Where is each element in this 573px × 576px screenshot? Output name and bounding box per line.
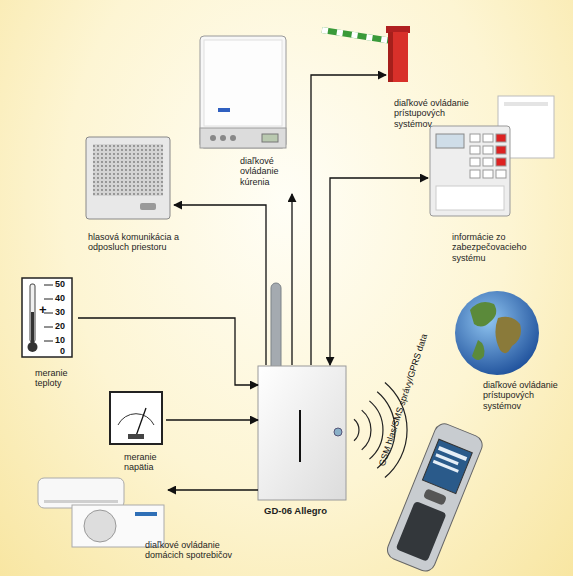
- key: [470, 170, 480, 178]
- ac-fan: [84, 510, 116, 542]
- key: [496, 146, 506, 154]
- wave: [354, 419, 359, 440]
- barrier-unit: diaľkové ovládanie prístupových systémov: [386, 8, 470, 144]
- tick: [44, 299, 53, 300]
- intercom-grille: [93, 144, 163, 196]
- connector-arrow: [166, 419, 258, 420]
- caption-text: diaľkové ovládanie prístupových systémov: [483, 380, 571, 411]
- phone-screen-line: [433, 460, 459, 473]
- caption-text: meranie teploty: [35, 368, 77, 389]
- key: [483, 134, 493, 142]
- scale-number: 50: [55, 279, 65, 289]
- caption-text: diaľkové ovládanie domácich spotrebičov: [145, 540, 249, 561]
- thermometer-board: [22, 278, 72, 357]
- connector-arrow: [78, 318, 258, 385]
- wave: [362, 410, 371, 450]
- keypad-display: [436, 134, 464, 148]
- key: [496, 170, 506, 178]
- ac-logo: [135, 512, 157, 516]
- voltmeter-base: [128, 434, 144, 439]
- boiler-panel: [200, 128, 286, 148]
- land: [495, 317, 521, 353]
- ac-indoor-unit: [38, 478, 124, 508]
- caption-text: diaľkové ovládanie kúrenia: [240, 156, 294, 187]
- voltmeter-unit: meranie napätia: [106, 388, 166, 478]
- key: [496, 134, 506, 142]
- globe: [455, 291, 539, 375]
- thermometer-column: [31, 312, 34, 344]
- caption-text: hlasová komunikácia a odposluch priestor…: [88, 232, 184, 253]
- caption-text: diaľkové ovládanie prístupových systémov: [394, 98, 476, 129]
- keypad-keys: [470, 134, 506, 178]
- key: [470, 158, 480, 166]
- device-seam: [299, 410, 301, 462]
- connector-arrow: [330, 178, 428, 365]
- intercom-body: [86, 137, 170, 219]
- device-case: [258, 366, 346, 500]
- boiler-knob: [230, 135, 236, 141]
- boiler-body: [200, 36, 286, 148]
- barrier-arm-stripes: [322, 30, 392, 41]
- connector-arrow: [174, 205, 266, 365]
- mobile-phone: [384, 421, 485, 574]
- barrier-post-shade: [388, 32, 393, 82]
- ac-vent: [44, 500, 118, 503]
- key: [470, 134, 480, 142]
- boiler-knob: [210, 135, 216, 141]
- phone-keypad: [396, 501, 447, 562]
- boiler-display: [262, 134, 278, 142]
- device-label: GD-06 Allegro: [264, 506, 327, 517]
- tick: [44, 285, 53, 286]
- scale-number: 30: [55, 307, 65, 317]
- thermometer-bulb: [28, 342, 38, 352]
- phone-body: [384, 421, 485, 574]
- scale-number: 10: [55, 335, 65, 345]
- barrier-post: [388, 32, 408, 82]
- appliance-unit: diaľkové ovládanie domácich spotrebičov: [34, 472, 168, 570]
- keypad-lid: [436, 186, 504, 210]
- intercom-button: [140, 203, 156, 210]
- boiler-knob: [220, 135, 226, 141]
- gsm-device: GD-06 Allegro: [258, 365, 346, 500]
- voltmeter-body: [110, 392, 162, 444]
- voltmeter-needle: [136, 408, 146, 436]
- connector-arrow: [311, 75, 386, 365]
- scale-number: 20: [55, 321, 65, 331]
- connector-arrow: [291, 194, 292, 365]
- tick: [44, 327, 53, 328]
- key: [483, 146, 493, 154]
- caption-text: informácie zo zabezpečovacieho systému: [452, 232, 548, 263]
- key: [483, 158, 493, 166]
- key: [470, 146, 480, 154]
- security-unit: informácie zo zabezpečovacieho systému: [428, 92, 562, 270]
- phone-screen: [422, 439, 472, 493]
- barrier-arm: [322, 30, 392, 41]
- tick: [44, 341, 53, 342]
- device-screw: [334, 428, 342, 436]
- siren-slot: [504, 102, 548, 106]
- scale-number: 40: [55, 293, 65, 303]
- intercom-unit: hlasová komunikácia a odposluch priestor…: [82, 134, 174, 274]
- connector-arrow: [168, 489, 258, 490]
- boiler-unit: diaľkové ovládanie kúrenia: [198, 34, 298, 194]
- thermometer-unit: meranie teploty: [18, 278, 78, 396]
- antenna: [271, 283, 281, 371]
- boiler-logo: [218, 108, 230, 112]
- keypad-body: [430, 126, 510, 216]
- key: [483, 170, 493, 178]
- barrier-cap: [386, 26, 410, 33]
- globe-unit: diaľkové ovládanie prístupových systémov: [445, 288, 565, 412]
- boiler-front: [204, 40, 282, 126]
- key: [496, 158, 506, 166]
- phone-navkey: [423, 488, 447, 506]
- caption-text: meranie napätia: [124, 452, 166, 473]
- scale-number: 0: [60, 346, 65, 356]
- scale-sign: +: [39, 302, 47, 317]
- voltmeter-scale: [118, 414, 154, 425]
- land: [470, 302, 496, 327]
- land: [472, 340, 484, 360]
